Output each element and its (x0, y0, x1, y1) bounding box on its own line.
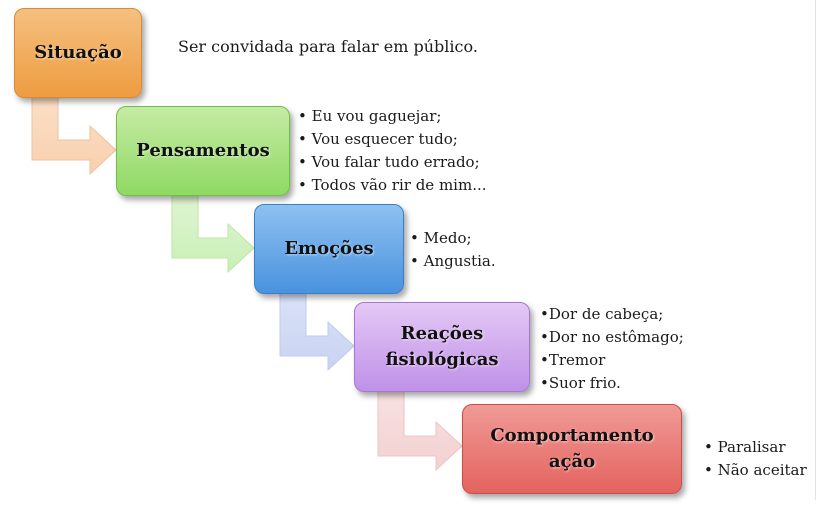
list-item: •Dor no estômago; (540, 328, 684, 346)
list-item: • Angustia. (410, 252, 496, 270)
arrow-thoughts-to-emotions (171, 193, 255, 274)
page-right-border (815, 0, 816, 500)
behavior-box: Comportamento ação (462, 404, 682, 494)
behavior-label-line2: ação (548, 451, 596, 472)
list-item: •Dor de cabeça; (540, 305, 664, 323)
physiological-label-line2: fisiológicas (385, 349, 499, 370)
physiological-label-line1: Reações (400, 323, 484, 344)
list-item: • Todos vão rir de mim... (298, 176, 487, 194)
thoughts-list: • Eu vou gaguejar; • Vou esquecer tudo; … (298, 105, 487, 197)
situation-description: Ser convidada para falar em público. (178, 37, 478, 56)
arrow-situation-to-thoughts (31, 95, 117, 176)
physiological-list: •Dor de cabeça; •Dor no estômago; •Tremo… (540, 303, 684, 395)
list-item: • Paralisar (704, 438, 786, 456)
situation-label: Situação (34, 42, 122, 63)
list-item: • Vou falar tudo errado; (298, 153, 480, 171)
situation-box: Situação (14, 8, 142, 98)
list-item: • Vou esquecer tudo; (298, 130, 458, 148)
emotions-list: • Medo; • Angustia. (410, 227, 496, 273)
list-item: • Medo; (410, 229, 472, 247)
list-item: • Não aceitar (704, 461, 807, 479)
arrow-physiological-to-behavior (377, 389, 463, 472)
emotions-label: Emoções (284, 238, 374, 259)
list-item: •Tremor (540, 351, 606, 369)
behavior-label-line1: Comportamento (490, 425, 654, 446)
list-item: •Suor frio. (540, 374, 621, 392)
thoughts-box: Pensamentos (116, 106, 290, 196)
physiological-box: Reações fisiológicas (354, 302, 530, 392)
behavior-list: • Paralisar • Não aceitar (704, 436, 807, 482)
arrow-emotions-to-physiological (279, 291, 355, 372)
list-item: • Eu vou gaguejar; (298, 107, 442, 125)
emotions-box: Emoções (254, 204, 404, 294)
thoughts-label: Pensamentos (136, 140, 270, 161)
